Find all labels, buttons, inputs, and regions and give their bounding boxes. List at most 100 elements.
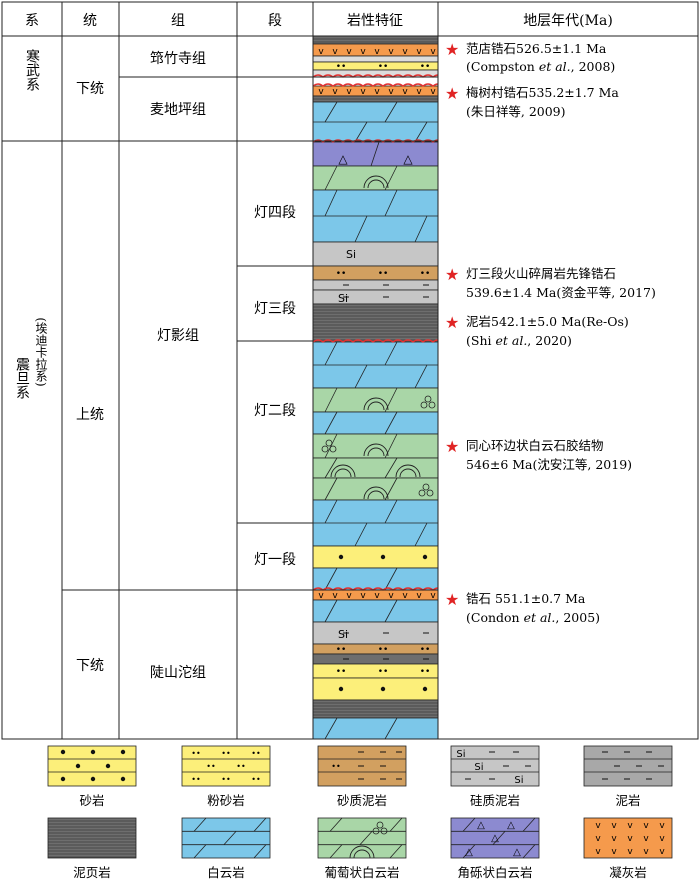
bed	[317, 817, 407, 859]
sand-dot	[75, 763, 81, 769]
tuff-v: v	[388, 591, 394, 601]
botryoidal-arch	[367, 490, 385, 500]
slant-line	[384, 717, 398, 739]
annotation-line1: 同心环边状白云石胶结物	[466, 438, 604, 453]
botryoidal-arch	[395, 464, 421, 478]
botryoidal-arch	[353, 849, 371, 859]
botryoidal-arch	[363, 486, 389, 500]
silt-dots: ••	[336, 645, 347, 655]
slant-line	[324, 165, 338, 191]
tuff-v: v	[346, 87, 352, 97]
legend-label-dolomite: 白云岩	[207, 865, 245, 880]
tuff-v: v	[346, 591, 352, 601]
slant-line	[354, 121, 368, 143]
annotation-line1: 梅树村锆石535.2±1.7 Ma	[466, 85, 619, 100]
slant-line	[384, 599, 398, 623]
slant-line	[384, 165, 398, 191]
siliceous-si: Si	[338, 628, 348, 641]
breccia-triangle: △	[507, 820, 515, 831]
slant-line	[324, 599, 338, 623]
series-ediacaran-upper: 上统	[76, 407, 104, 423]
annotation-line1: 泥岩542.1±5.0 Ma(Re-Os)	[466, 314, 629, 329]
bed	[181, 745, 271, 787]
siliceous-si: Si	[474, 762, 483, 773]
slant-line	[414, 522, 428, 547]
silt-dots: ••	[378, 269, 389, 279]
botryoidal-arch	[367, 179, 385, 189]
slant-line	[522, 817, 536, 832]
annotation-line1: 范店锆石526.5±1.1 Ma	[466, 41, 607, 56]
botryoidal-arch	[349, 845, 375, 859]
unconformity-wave	[313, 74, 438, 78]
tuff-v: v	[402, 87, 408, 97]
botryoidal-arch	[367, 447, 385, 457]
sand-dot	[120, 749, 126, 755]
legend-label-siltstone: 粉砂岩	[207, 793, 245, 808]
slant-line	[324, 477, 338, 501]
annotation-condon: ★ 锆石 551.1±0.7 Ma (Condon et al., 2005)	[445, 590, 600, 625]
slant-line	[384, 341, 398, 366]
tuff-v: v	[332, 47, 338, 57]
tuff-v: v	[374, 47, 380, 57]
slant-line	[324, 499, 338, 524]
siliceous-si: Si	[338, 292, 348, 305]
bed	[313, 621, 438, 645]
siliceous-si: Si	[456, 749, 465, 760]
slant-line	[329, 817, 343, 832]
tuff-v: v	[430, 591, 436, 601]
star-icon: ★	[445, 313, 459, 332]
slant-line	[324, 717, 338, 739]
tuff-v: v	[402, 47, 408, 57]
legend-label-mudstone: 泥岩	[615, 793, 640, 808]
slant-line	[384, 387, 398, 413]
tuff-v: v	[430, 47, 436, 57]
series-ediacaran-lower: 下统	[76, 658, 104, 674]
ooid-circle	[420, 401, 428, 409]
tuff-v: v	[643, 847, 649, 857]
sand-dot	[380, 554, 386, 560]
tuff-v: v	[360, 87, 366, 97]
annotation-line1: 锆石 551.1±0.7 Ma	[466, 591, 586, 606]
slant-line	[324, 387, 338, 413]
legend-item-dolomite: 白云岩	[181, 817, 271, 880]
silt-dots: ••	[251, 775, 260, 784]
botryoidal-arch	[399, 468, 417, 478]
tuff-v: v	[659, 847, 665, 857]
tuff-v: v	[332, 87, 338, 97]
tuff-v: v	[430, 87, 436, 97]
formation-maidiping: 麦地坪组	[150, 102, 206, 118]
botryoidal-arch	[367, 401, 385, 411]
annotation-dolomite-cement: ★ 同心环边状白云石胶结物 546±6 Ma(沈安江等, 2019)	[445, 437, 632, 472]
member-deng3: 灯三段	[254, 301, 296, 317]
legend-label-sandstone: 砂岩	[79, 793, 104, 808]
header-formation: 组	[171, 13, 185, 29]
slant-line	[324, 433, 338, 459]
slant-line	[522, 844, 536, 859]
annotation-line2: (朱日祥等, 2009)	[466, 104, 566, 119]
slant-line	[354, 364, 368, 389]
table-frame	[1, 1, 699, 740]
silt-dots: ••	[336, 62, 347, 72]
ooid-circle	[321, 445, 329, 453]
bed	[313, 677, 438, 701]
tuff-v: v	[595, 821, 601, 831]
sand-dot	[338, 686, 344, 692]
sand-dot	[60, 749, 66, 755]
system-ediacaran-label: 震旦系	[14, 357, 30, 399]
star-icon: ★	[445, 590, 459, 609]
botryoidal-arch	[363, 175, 389, 189]
legend-item-mudstone: 泥岩	[583, 745, 673, 808]
breccia-triangle: △	[465, 847, 473, 858]
tuff-v: v	[595, 847, 601, 857]
table-header: 系 统 组 段 岩性特征 地层年代(Ma)	[25, 13, 613, 29]
slant-line	[324, 189, 338, 217]
sand-dot	[338, 554, 344, 560]
breccia-triangle: △	[338, 152, 348, 166]
annotation-line2: (Shi et al., 2020)	[466, 333, 572, 348]
botryoidal-arch	[334, 468, 352, 478]
silt-dots: ••	[420, 667, 431, 677]
ooid-circle	[424, 395, 432, 403]
